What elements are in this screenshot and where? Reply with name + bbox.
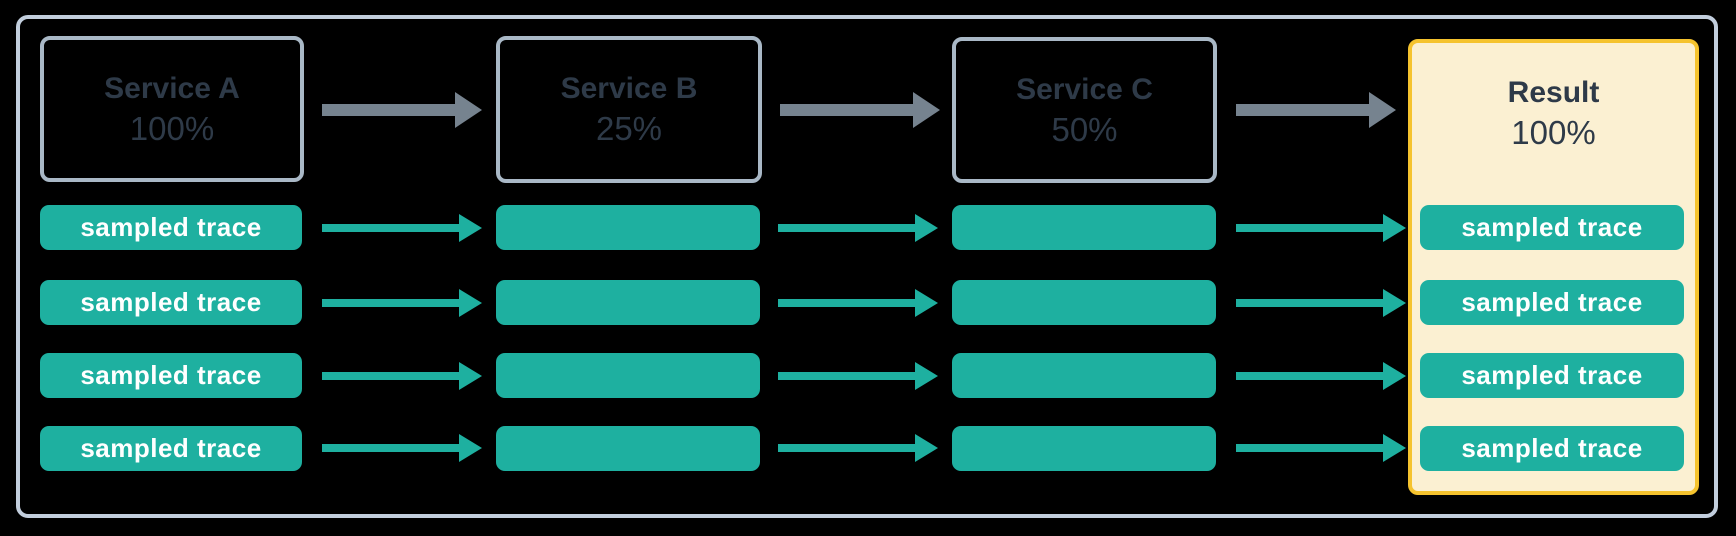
arrow-shaft: [322, 444, 459, 452]
service-b-name: Service B: [560, 72, 698, 105]
service-b-rate: 25%: [595, 110, 663, 147]
arrow-head-icon: [915, 214, 938, 242]
sampled-trace-label: sampled trace: [1461, 433, 1643, 463]
arrow-head-icon: [459, 434, 482, 462]
sampled-trace-label: sampled trace: [80, 287, 262, 317]
service-a-name: Service A: [104, 71, 240, 105]
service-c-name: Service C: [1016, 72, 1153, 106]
arrow-head-icon: [459, 214, 482, 242]
trace-flow-arrow: [778, 214, 938, 242]
sampled-trace-bar: sampled trace: [1420, 205, 1684, 250]
sampled-trace-bar: sampled trace: [40, 205, 302, 250]
trace-bar: [952, 205, 1216, 250]
result-name: Result: [1507, 75, 1600, 109]
trace-flow-arrow: [322, 289, 482, 317]
arrow-head-icon: [1383, 434, 1406, 462]
pipeline-frame: [16, 15, 1718, 518]
arrow-shaft: [778, 372, 915, 380]
trace-bar: [496, 205, 760, 250]
arrow-shaft: [1236, 444, 1383, 452]
arrow-shaft: [1236, 372, 1383, 380]
service-flow-arrow: [1236, 92, 1396, 128]
trace-flow-arrow: [778, 362, 938, 390]
service-c-box: Service C 50%: [952, 37, 1217, 183]
arrow-head-icon: [459, 362, 482, 390]
arrow-shaft: [322, 224, 459, 232]
arrow-shaft: [1236, 224, 1383, 232]
service-a-rate: 100%: [129, 109, 215, 147]
trace-bar: [952, 353, 1216, 398]
arrow-shaft: [322, 372, 459, 380]
arrow-shaft: [778, 224, 915, 232]
result-heading: Result 100%: [1412, 43, 1695, 183]
service-flow-arrow: [322, 92, 482, 128]
trace-flow-arrow: [322, 214, 482, 242]
arrow-head-icon: [913, 92, 940, 128]
result-box: Result 100% sampled trace sampled trace …: [1408, 39, 1699, 495]
sampled-trace-label: sampled trace: [1461, 287, 1643, 317]
sampled-trace-label: sampled trace: [80, 433, 262, 463]
arrow-head-icon: [915, 289, 938, 317]
sampled-trace-bar: sampled trace: [40, 353, 302, 398]
arrow-head-icon: [455, 92, 482, 128]
trace-flow-arrow: [1236, 214, 1406, 242]
trace-flow-arrow: [1236, 434, 1406, 462]
trace-bar: [496, 280, 760, 325]
trace-flow-arrow: [322, 362, 482, 390]
sampled-trace-label: sampled trace: [80, 212, 262, 242]
service-flow-arrow: [780, 92, 940, 128]
sampled-trace-label: sampled trace: [80, 360, 262, 390]
service-a-box: Service A 100%: [40, 36, 304, 182]
sampled-trace-label: sampled trace: [1461, 212, 1643, 242]
trace-flow-arrow: [778, 289, 938, 317]
service-c-rate: 50%: [1051, 110, 1118, 148]
arrow-shaft: [1236, 104, 1369, 116]
arrow-head-icon: [1383, 289, 1406, 317]
service-b-box: Service B 25%: [496, 36, 762, 183]
arrow-head-icon: [1383, 362, 1406, 390]
arrow-shaft: [322, 104, 455, 116]
sampled-trace-bar: sampled trace: [1420, 353, 1684, 398]
arrow-head-icon: [459, 289, 482, 317]
sampled-trace-bar: sampled trace: [1420, 280, 1684, 325]
trace-bar: [952, 426, 1216, 471]
arrow-shaft: [1236, 299, 1383, 307]
arrow-head-icon: [1383, 214, 1406, 242]
trace-flow-arrow: [778, 434, 938, 462]
trace-bar: [496, 353, 760, 398]
sampled-trace-bar: sampled trace: [40, 280, 302, 325]
sampled-trace-bar: sampled trace: [40, 426, 302, 471]
trace-bar: [496, 426, 760, 471]
arrow-shaft: [780, 104, 913, 116]
trace-bar: [952, 280, 1216, 325]
arrow-head-icon: [1369, 92, 1396, 128]
arrow-shaft: [778, 444, 915, 452]
arrow-shaft: [322, 299, 459, 307]
sampled-trace-label: sampled trace: [1461, 360, 1643, 390]
result-rate: 100%: [1511, 113, 1596, 151]
sampled-trace-bar: sampled trace: [1420, 426, 1684, 471]
arrow-head-icon: [915, 362, 938, 390]
trace-flow-arrow: [1236, 289, 1406, 317]
trace-flow-arrow: [322, 434, 482, 462]
arrow-shaft: [778, 299, 915, 307]
trace-flow-arrow: [1236, 362, 1406, 390]
arrow-head-icon: [915, 434, 938, 462]
